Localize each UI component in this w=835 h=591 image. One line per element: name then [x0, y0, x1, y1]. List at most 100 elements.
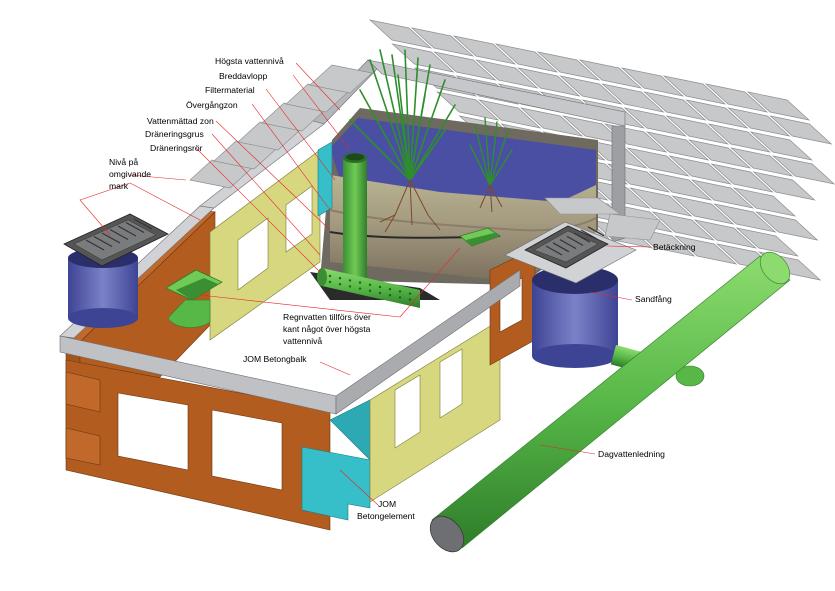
paving-tile	[601, 83, 665, 113]
catch-basin-left	[63, 213, 169, 328]
paving-tile	[665, 115, 729, 145]
plant-large	[349, 49, 456, 181]
paving-tile	[578, 59, 643, 89]
paving-tile	[478, 99, 542, 129]
paving-tile	[732, 187, 797, 217]
paving-tile	[559, 75, 623, 105]
grate-bar	[93, 235, 113, 248]
label-dagvattenledning: Dagvattenledning	[598, 449, 665, 459]
paving-tile	[368, 19, 433, 49]
perforation	[358, 287, 362, 290]
paving-tile	[648, 171, 713, 201]
perforation	[368, 289, 372, 292]
catch-basin-right	[504, 197, 661, 368]
paving-tile	[436, 91, 500, 121]
perforation	[388, 294, 392, 297]
grate-bar	[573, 232, 591, 243]
inlet-funnel-center	[459, 227, 501, 247]
paving-tile	[623, 107, 687, 137]
label-jom-line2: Betongelement	[357, 511, 415, 521]
label-sandfang: Sandfång	[635, 294, 672, 304]
label-filtermaterial: Filtermaterial	[205, 85, 255, 95]
paving-tile	[755, 211, 819, 241]
paving-tile	[704, 83, 769, 113]
perforation	[348, 279, 352, 282]
paving-strip	[189, 64, 373, 189]
grate-bar	[101, 232, 121, 244]
drainage-pipe	[317, 268, 420, 308]
paving-tile	[688, 139, 752, 169]
wall-front	[65, 247, 536, 531]
label-niva-line3: mark	[109, 181, 129, 191]
paving-tile	[710, 163, 774, 193]
grate-bar	[587, 226, 605, 237]
paving-tile	[772, 155, 835, 185]
label-regnvatten-line3: vattennivå	[283, 336, 322, 346]
perforation	[368, 283, 372, 286]
label-vattenmattad-zon: Vattenmättad zon	[147, 116, 214, 126]
label-draneringsgrus: Dräneringsgrus	[145, 129, 204, 139]
overflow-pipe	[343, 153, 367, 280]
perforation	[398, 290, 402, 293]
perforation	[378, 291, 382, 295]
grate-bar	[552, 242, 570, 253]
grate-bar	[125, 221, 145, 234]
paving-tile	[517, 67, 581, 97]
perforation	[348, 285, 352, 288]
stormwater-pipe	[429, 251, 791, 553]
paving-tile	[651, 211, 715, 241]
paving-tile	[707, 123, 771, 153]
paving-tile	[671, 195, 735, 225]
perforation	[358, 281, 362, 284]
paving-tile	[629, 187, 693, 217]
paving-tile	[620, 67, 685, 97]
paving-tile	[452, 35, 517, 65]
paving-tile	[769, 115, 833, 145]
paving-tile	[662, 75, 727, 105]
grate-bar	[85, 239, 105, 251]
label-niva-line1: Nivå på	[109, 157, 138, 167]
paving-tile	[643, 91, 707, 121]
paving-tile	[646, 131, 710, 161]
grate-bar	[545, 245, 563, 256]
perforation	[378, 285, 382, 289]
plant-large-roots	[379, 179, 441, 233]
leader-lines	[79, 62, 651, 506]
label-regnvatten-line2: kant något över högsta	[283, 324, 371, 334]
label-hogsta-vattenniva: Högsta vattennivå	[215, 56, 284, 66]
grate-bar	[117, 225, 137, 237]
labels: Högsta vattennivå Breddavlopp Filtermate…	[109, 56, 696, 521]
paving-tile	[713, 203, 777, 233]
outlet-pipe-left	[165, 269, 223, 328]
paving-tile	[693, 219, 757, 249]
grate-bar	[580, 229, 598, 240]
paving-tile	[536, 51, 601, 81]
plant-small-roots	[479, 184, 503, 213]
paving-tile	[752, 171, 816, 201]
paving-tile	[475, 59, 539, 89]
grate-bar	[133, 218, 153, 230]
paving-tile	[433, 51, 497, 81]
paving-tile	[690, 179, 755, 209]
paving-tile	[727, 107, 791, 137]
label-draneringsror: Dräneringsrör	[150, 143, 203, 153]
label-jom-line1: JOM	[378, 499, 396, 509]
label-betackning: Betäckning	[653, 242, 696, 252]
perforation	[328, 280, 332, 284]
paving-tile	[668, 155, 732, 185]
paving-tile	[674, 235, 738, 265]
perforation	[398, 296, 402, 299]
paving-tile	[749, 131, 813, 161]
perforation	[408, 292, 412, 295]
perforation	[338, 277, 342, 280]
perforation	[338, 283, 342, 286]
grate-bar	[109, 228, 129, 241]
paving-tile	[410, 27, 475, 57]
label-regnvatten-line1: Regnvatten tillförs över	[283, 312, 371, 322]
grate-bar	[559, 239, 577, 250]
paving-tile	[746, 91, 811, 121]
label-jom-betongbalk: JOM Betongbalk	[243, 354, 307, 364]
paving-tile	[685, 99, 749, 129]
plant-small	[469, 117, 513, 186]
label-breddavlopp: Breddavlopp	[219, 71, 267, 81]
